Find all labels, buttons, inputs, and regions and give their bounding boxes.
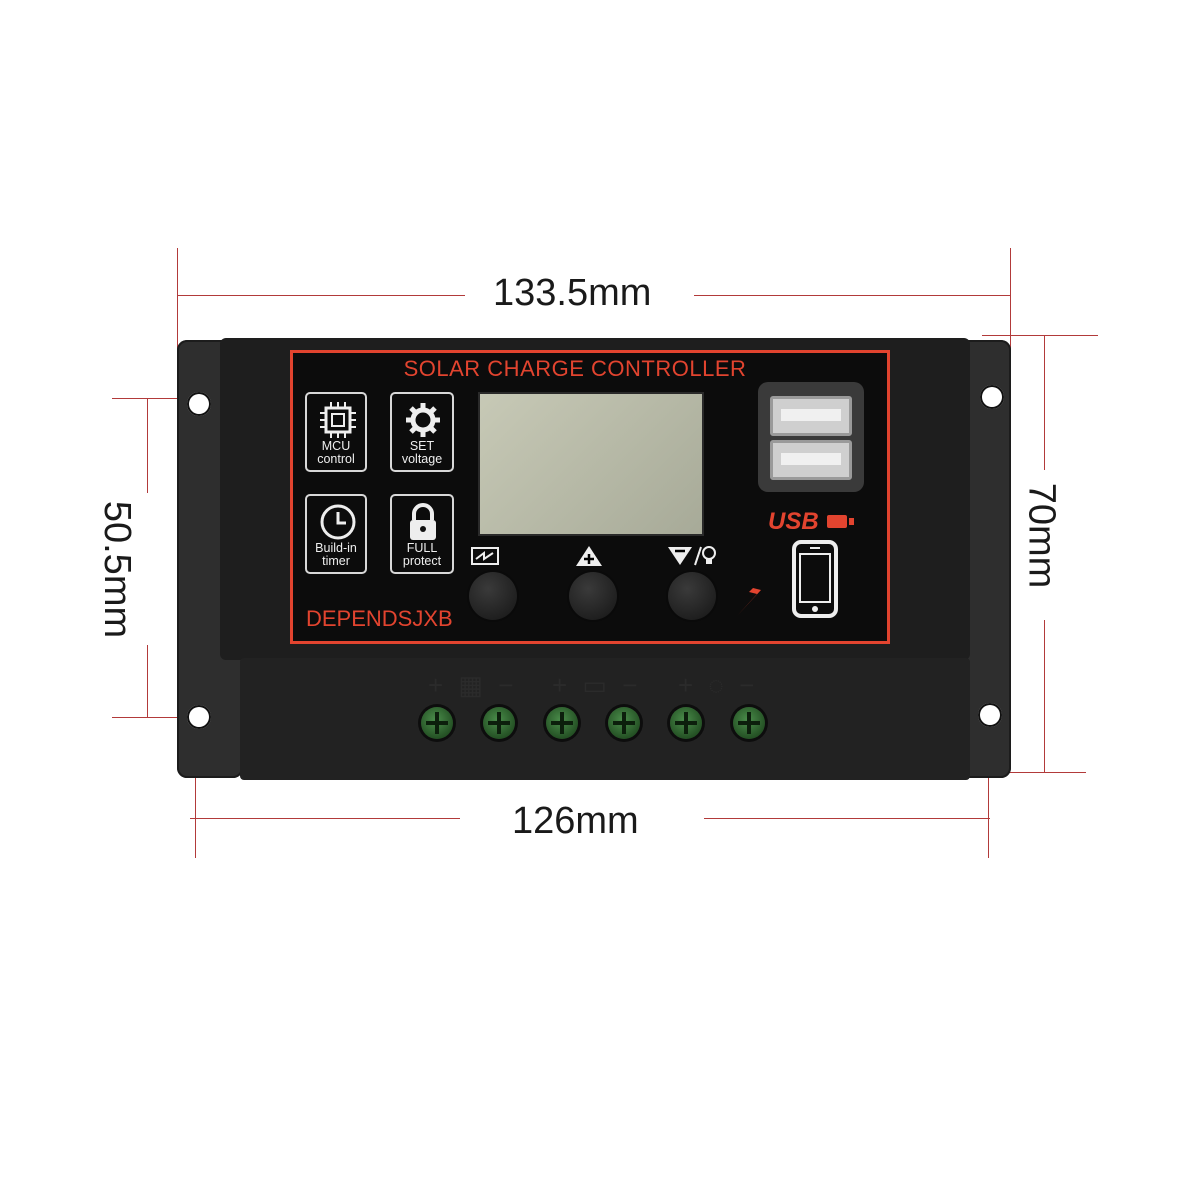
panel-title: SOLAR CHARGE CONTROLLER bbox=[403, 356, 747, 381]
dim-bottom-width: 126mm bbox=[512, 800, 639, 842]
down-light-icon bbox=[668, 546, 716, 566]
dim-line-right-bottom bbox=[1044, 620, 1045, 772]
load-terminal-label: + ◌ − bbox=[678, 670, 759, 700]
usb-port-top[interactable] bbox=[770, 396, 852, 436]
usb-ports bbox=[758, 382, 864, 492]
terminal-screw[interactable] bbox=[670, 707, 702, 739]
terminal-screw[interactable] bbox=[483, 707, 515, 739]
dim-line-left-bottom bbox=[147, 645, 148, 717]
dim-guide-right-top bbox=[982, 335, 1098, 336]
menu-button[interactable] bbox=[469, 572, 517, 620]
dim-guide-bottom-right bbox=[988, 720, 989, 858]
dim-guide-left-top bbox=[112, 398, 202, 399]
terminal-screw[interactable] bbox=[608, 707, 640, 739]
mount-hole-bottom-right bbox=[978, 703, 1002, 727]
dim-line-bottom-right bbox=[704, 818, 990, 819]
mount-hole-bottom-left bbox=[187, 705, 211, 729]
dim-guide-left-bottom bbox=[112, 717, 202, 718]
usb-port-bottom[interactable] bbox=[770, 440, 852, 480]
dim-top-width: 133.5mm bbox=[493, 272, 652, 314]
dim-line-bottom-left bbox=[190, 818, 460, 819]
battery-terminal-label: + ▭ − bbox=[552, 670, 642, 700]
terminal-screw[interactable] bbox=[546, 707, 578, 739]
dim-left-height: 50.5mm bbox=[96, 500, 139, 639]
lcd-display bbox=[478, 392, 704, 536]
lightning-icon bbox=[737, 568, 773, 616]
minus-button[interactable] bbox=[668, 572, 716, 620]
solar-terminal-label: + ▦ − bbox=[428, 670, 518, 700]
dim-line-top-right bbox=[694, 295, 1010, 296]
dim-line-top-left bbox=[177, 295, 465, 296]
dim-line-left-top bbox=[147, 398, 148, 493]
mount-hole-top-left bbox=[187, 392, 211, 416]
terminal-screw[interactable] bbox=[421, 707, 453, 739]
lock-icon bbox=[410, 503, 436, 540]
dim-guide-top-right bbox=[1010, 248, 1011, 358]
dim-guide-top-left bbox=[177, 248, 178, 358]
terminal-block bbox=[240, 658, 970, 780]
terminal-screw[interactable] bbox=[733, 707, 765, 739]
brand-name: DEPENDSJXB bbox=[306, 606, 453, 631]
mount-hole-top-right bbox=[980, 385, 1004, 409]
dim-guide-bottom-left bbox=[195, 720, 196, 858]
dim-guide-right-bottom bbox=[970, 772, 1086, 773]
phone-icon bbox=[792, 540, 838, 618]
usb-label: USB bbox=[768, 508, 819, 535]
menu-icon bbox=[471, 547, 499, 565]
gear-icon bbox=[406, 403, 440, 437]
plus-button[interactable] bbox=[569, 572, 617, 620]
up-plus-icon bbox=[576, 546, 602, 566]
dim-right-height: 70mm bbox=[1020, 482, 1063, 589]
battery-icon bbox=[827, 515, 854, 528]
clock-icon bbox=[320, 504, 356, 540]
chip-icon bbox=[320, 402, 356, 438]
dim-line-right-top bbox=[1044, 335, 1045, 470]
